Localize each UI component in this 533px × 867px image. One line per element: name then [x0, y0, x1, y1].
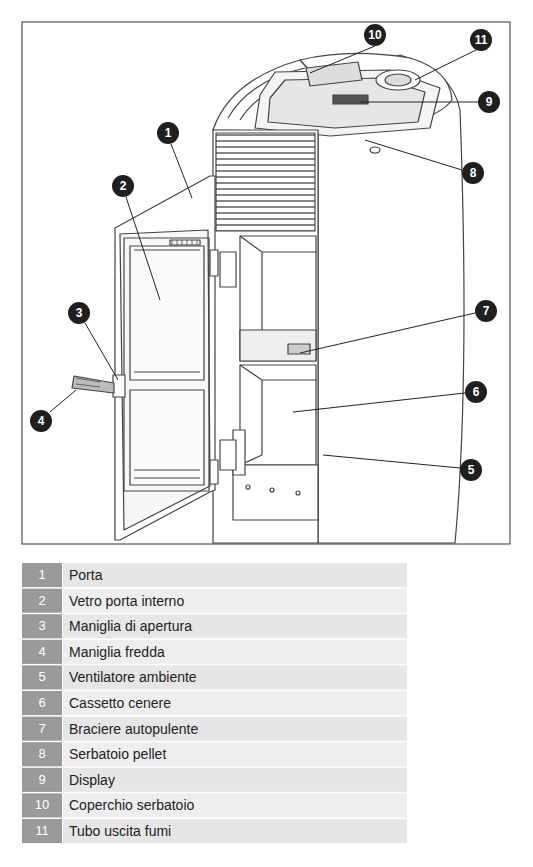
part-name: Tubo uscita fumi: [69, 819, 171, 843]
part-name: Ventilatore ambiente: [69, 665, 197, 689]
table-number-cell: [22, 589, 62, 613]
table-number-cell: [22, 717, 62, 741]
callout-number: 4: [30, 410, 52, 432]
callout-number: 5: [460, 459, 482, 481]
table-number: 4: [22, 640, 62, 664]
table-number-cell: [22, 691, 62, 715]
part-name: Maniglia di apertura: [69, 614, 192, 638]
table-number-cell: [22, 742, 62, 766]
table-number: 9: [22, 768, 62, 792]
part-name: Display: [69, 768, 115, 792]
table-text-cell: [63, 563, 407, 587]
table-number-cell: [22, 640, 62, 664]
callout-number: 11: [470, 29, 492, 51]
table-number-cell: [22, 614, 62, 638]
table-number-cell: [22, 665, 62, 689]
table-number-cell: [22, 819, 62, 843]
table-number: 2: [22, 589, 62, 613]
part-name: Serbatoio pellet: [69, 742, 166, 766]
table-number: 3: [22, 614, 62, 638]
callout-number: 3: [68, 302, 90, 324]
part-name: Maniglia fredda: [69, 640, 165, 664]
table-number-cell: [22, 793, 62, 817]
callout-number: 7: [475, 300, 497, 322]
callout-number: 10: [364, 24, 386, 46]
table-number-cell: [22, 563, 62, 587]
table-number: 7: [22, 717, 62, 741]
table-text-cell: [63, 768, 407, 792]
callout-number: 2: [112, 175, 134, 197]
callout-number: 9: [478, 91, 500, 113]
table-text-cell: [63, 614, 407, 638]
part-name: Braciere autopulente: [69, 717, 198, 741]
callout-number: 1: [157, 122, 179, 144]
table-text-cell: [63, 819, 407, 843]
table-text-cell: [63, 717, 407, 741]
table-number: 6: [22, 691, 62, 715]
table-text-cell: [63, 691, 407, 715]
table-number: 1: [22, 563, 62, 587]
table-text-cell: [63, 665, 407, 689]
table-text-cell: [63, 742, 407, 766]
table-number: 10: [22, 793, 62, 817]
part-name: Cassetto cenere: [69, 691, 171, 715]
table-text-cell: [63, 640, 407, 664]
table-number: 11: [22, 819, 62, 843]
table-number: 5: [22, 665, 62, 689]
table-text-cell: [63, 589, 407, 613]
part-name: Porta: [69, 563, 102, 587]
table-text-cell: [63, 793, 407, 817]
table-number-cell: [22, 768, 62, 792]
callout-number: 6: [465, 381, 487, 403]
table-number: 8: [22, 742, 62, 766]
callout-number: 8: [462, 162, 484, 184]
part-name: Coperchio serbatoio: [69, 793, 194, 817]
part-name: Vetro porta interno: [69, 589, 184, 613]
